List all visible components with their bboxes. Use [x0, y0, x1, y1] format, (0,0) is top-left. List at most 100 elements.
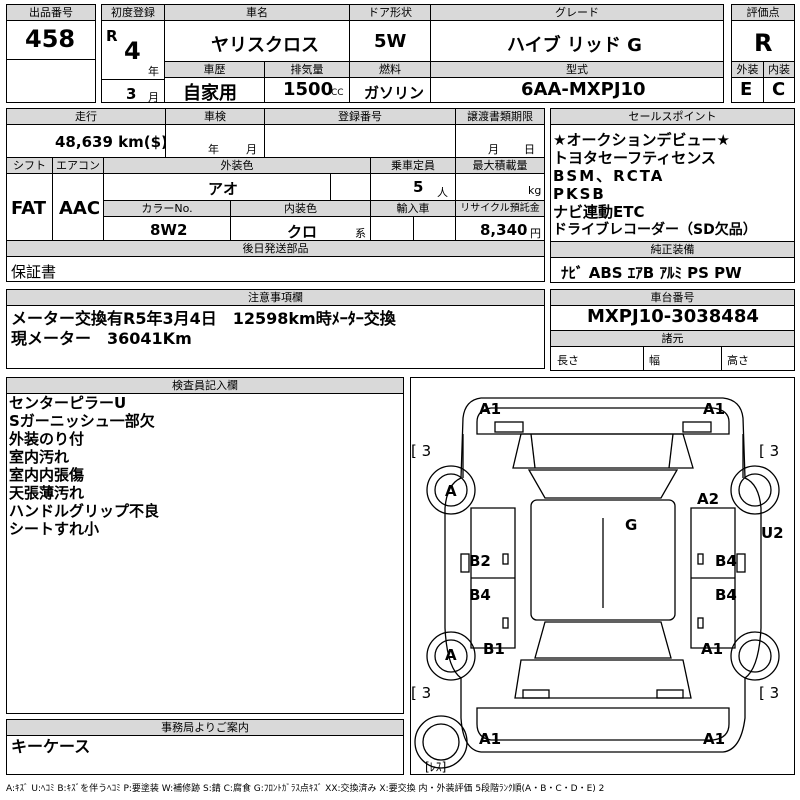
- later-parts-cell: 後日発送部品 保証書: [6, 240, 545, 282]
- fuel-label: 燃料: [350, 62, 430, 78]
- shift-value: FAT: [11, 198, 47, 219]
- year-unit: 年: [148, 65, 159, 78]
- mark-g: G: [625, 516, 638, 534]
- mileage-value: 48,639 km($): [55, 133, 168, 151]
- insp-year: 年: [208, 143, 219, 156]
- equipment-title: 純正装備: [551, 242, 794, 258]
- equipment-panel: 純正装備 ﾅﾋﾞ ABS ｴｱB ｱﾙﾐ PS PW: [550, 241, 795, 283]
- era: R: [106, 27, 118, 45]
- inspector-title: 検査員記入欄: [7, 378, 403, 394]
- history-cell: 車歴 自家用: [164, 61, 265, 104]
- fuel-value: ガソリン: [364, 84, 425, 102]
- sales-line-2: トヨタセーフティセンス: [553, 149, 716, 167]
- seats-unit: 人: [437, 186, 448, 199]
- inspector-line-6: 天張薄汚れ: [9, 484, 85, 502]
- inspector-panel: 検査員記入欄 センターピラーU Sガーニッシュ一部欠 外装のり付 室内汚れ 室内…: [6, 377, 404, 714]
- cc-unit: CC: [331, 88, 344, 98]
- door-cell: ドア形状 5W: [349, 4, 431, 62]
- office-title: 事務局よりご案内: [7, 720, 403, 736]
- later-parts-label: 後日発送部品: [7, 241, 544, 257]
- door-value: 5W: [374, 31, 407, 52]
- shift-label: シフト: [7, 158, 52, 174]
- later-parts-value: 保証書: [11, 263, 57, 281]
- car-name: ヤリスクロス: [211, 35, 319, 56]
- office-text: キーケース: [11, 737, 91, 756]
- grade-value: ハイブ リッド G: [507, 35, 642, 56]
- mark-b4-left: B4: [469, 586, 491, 604]
- displacement-value: 1500: [283, 79, 334, 100]
- yen-unit: 円: [530, 227, 541, 240]
- door-label: ドア形状: [350, 5, 430, 21]
- sales-line-3: BSM、RCTA: [553, 167, 665, 185]
- mark-u2: U2: [761, 524, 784, 542]
- fuel-cell: 燃料 ガソリン: [349, 61, 431, 103]
- load-cell: 最大積載量 kg: [455, 157, 545, 201]
- equipment-value: ﾅﾋﾞ ABS ｴｱB ｱﾙﾐ PS PW: [561, 264, 742, 282]
- color-label: 外装色: [104, 158, 370, 174]
- grade-cell: グレード ハイブ リッド G: [430, 4, 724, 62]
- dims-height: 高さ: [727, 354, 749, 367]
- lot-cell: 出品番号 458: [6, 4, 96, 60]
- lot-label: 出品番号: [7, 5, 95, 21]
- color-no-cell: カラーNo. 8W2: [103, 200, 231, 241]
- transfer-label: 譲渡書類期限: [456, 109, 544, 125]
- lot-blank: [6, 59, 96, 103]
- dims-length: 長さ: [557, 354, 579, 367]
- sales-line-1: ★オークションデビュー★: [553, 131, 730, 149]
- sales-line-6: ドライブレコーダー（SD欠品）: [553, 222, 757, 238]
- mileage-label: 走行: [7, 109, 165, 125]
- first-reg-cell: 初度登録 R 4 年 3 月: [101, 4, 165, 104]
- int-label: 内装: [764, 62, 794, 78]
- seats-cell: 乗車定員 5 人: [370, 157, 456, 201]
- transfer-day: 日: [524, 143, 535, 156]
- caution-panel: 注意事項欄 メーター交換有R5年3月4日 12598km時ﾒｰﾀｰ交換 現メータ…: [6, 289, 545, 369]
- inspector-line-2: Sガーニッシュ一部欠: [9, 412, 155, 430]
- mark-a2: A2: [697, 490, 720, 508]
- displacement-cell: 排気量 1500 CC: [264, 61, 350, 103]
- ext-label: 外装: [732, 62, 763, 78]
- mark-right-3-bottom: [ 3: [759, 684, 780, 702]
- inspection-cell: 車検 年 月: [165, 108, 265, 158]
- mark-b2: B2: [469, 552, 491, 570]
- shift-cell: シフト FAT: [6, 157, 53, 241]
- caution-line-2: 現メーター 36041Km: [11, 329, 192, 348]
- legend: A:ｷｽﾞ U:ﾍｺﾐ B:ｷｽﾞを伴うﾍｺﾐ P:要塗装 W:補修跡 S:錆 …: [6, 784, 605, 794]
- color-no-label: カラーNo.: [104, 201, 230, 217]
- ac-cell: エアコン AAC: [52, 157, 104, 241]
- ac-label: エアコン: [53, 158, 103, 174]
- recycle-label: リサイクル預託金: [456, 201, 544, 217]
- color-cell: 外装色 アオ: [103, 157, 371, 202]
- int-score: C: [772, 79, 786, 100]
- office-panel: 事務局よりご案内 キーケース: [6, 719, 404, 775]
- mark-left-3-bottom: [ 3: [411, 684, 432, 702]
- dims-title: 諸元: [551, 330, 794, 347]
- score-value: R: [754, 29, 773, 57]
- chassis-title: 車台番号: [551, 290, 794, 306]
- mark-a1-bottom-right: A1: [703, 730, 726, 748]
- load-unit: kg: [528, 184, 542, 197]
- score-label: 評価点: [732, 5, 794, 21]
- month-unit: 月: [148, 91, 159, 104]
- plate-cell: 登録番号: [264, 108, 456, 158]
- int-color: クロ: [287, 223, 318, 241]
- transfer-cell: 譲渡書類期限 月 日: [455, 108, 545, 158]
- car-name-label: 車名: [165, 5, 349, 21]
- ext-score: E: [740, 79, 753, 100]
- recycle-cell: リサイクル預託金 8,340 円: [455, 200, 545, 241]
- int-score-cell: 内装 C: [763, 61, 795, 103]
- car-name-cell: 車名 ヤリスクロス: [164, 4, 350, 62]
- sales-points-panel: セールスポイント ★オークションデビュー★ トヨタセーフティセンス BSM、RC…: [550, 108, 795, 242]
- mark-a1-top-right: A1: [703, 400, 726, 418]
- seats-value: 5: [413, 178, 424, 196]
- mark-a1-right-rear: A1: [701, 640, 724, 658]
- mark-a-left-front: A: [445, 482, 457, 500]
- color-value: アオ: [208, 180, 239, 198]
- model-value: 6AA-MXPJ10: [521, 79, 646, 100]
- caution-line-1: メーター交換有R5年3月4日 12598km時ﾒｰﾀｰ交換: [11, 309, 396, 328]
- chassis-number: MXPJ10-3038484: [587, 306, 759, 327]
- dims-width: 幅: [649, 354, 660, 367]
- mark-a1-bottom-left: A1: [479, 730, 502, 748]
- insp-month: 月: [246, 143, 257, 156]
- recycle-value: 8,340: [480, 221, 528, 239]
- mark-b4-right-upper: B4: [715, 552, 737, 570]
